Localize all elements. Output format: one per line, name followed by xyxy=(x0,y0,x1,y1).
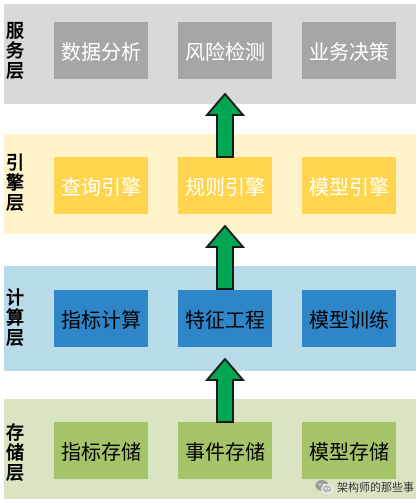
box-data-analysis: 数据分析 xyxy=(54,22,148,79)
box-metric-computation: 指标计算 xyxy=(54,290,148,347)
box-event-storage: 事件存储 xyxy=(178,422,272,479)
box-model-engine: 模型引擎 xyxy=(302,157,396,214)
engine-layer-label: 引擎层 xyxy=(6,153,24,214)
storage-layer-label: 存储层 xyxy=(6,423,24,484)
box-query-engine: 查询引擎 xyxy=(54,157,148,214)
wechat-icon xyxy=(315,480,333,494)
box-rule-engine: 规则引擎 xyxy=(178,157,272,214)
box-feature-engineering: 特征工程 xyxy=(178,290,272,347)
up-arrow-icon xyxy=(205,358,245,423)
service-layer-label: 服务层 xyxy=(6,21,24,82)
watermark-text: 架构师的那些事 xyxy=(337,481,414,494)
box-metric-storage: 指标存储 xyxy=(54,422,148,479)
box-model-training: 模型训练 xyxy=(302,290,396,347)
box-risk-detection: 风险检测 xyxy=(178,22,272,79)
box-business-decision: 业务决策 xyxy=(302,22,396,79)
box-model-storage: 模型存储 xyxy=(302,422,396,479)
compute-layer-label: 计算层 xyxy=(6,288,24,349)
up-arrow-icon xyxy=(205,93,245,158)
up-arrow-icon xyxy=(205,225,245,290)
watermark: 架构师的那些事 xyxy=(315,479,414,495)
